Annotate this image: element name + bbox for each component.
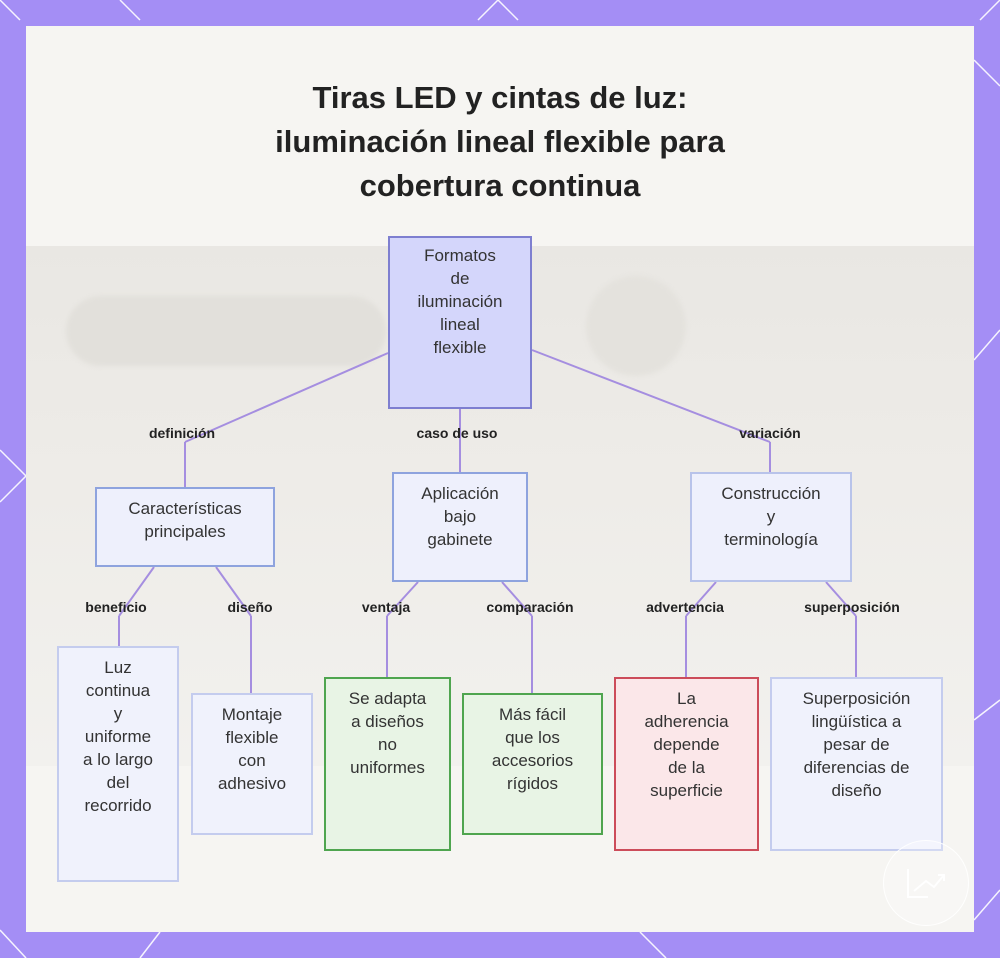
node-text-line: superficie	[650, 779, 723, 802]
node-text-line: diseño	[831, 779, 881, 802]
edge-label-variacion: variación	[739, 425, 800, 441]
node-text-line: Características	[128, 497, 241, 520]
edge-label-advertencia: advertencia	[646, 599, 724, 615]
node-text-line: Construcción	[721, 482, 820, 505]
node-text-line: rígidos	[507, 772, 558, 795]
node-text-line: de la	[668, 756, 705, 779]
node-text-line: La	[677, 687, 696, 710]
watermark-logo-icon	[883, 840, 969, 926]
node-text-line: y	[114, 702, 123, 725]
diagram-title: Tiras LED y cintas de luz: iluminación l…	[26, 76, 974, 208]
node-text-line: del	[107, 771, 130, 794]
title-line-3: cobertura continua	[26, 164, 974, 208]
connector-line	[532, 350, 770, 442]
node-text-line: continua	[86, 679, 150, 702]
node-text-line: de	[451, 267, 470, 290]
edge-label-ventaja: ventaja	[362, 599, 410, 615]
edge-label-comparacion: comparación	[486, 599, 573, 615]
node-text-line: y	[767, 505, 776, 528]
node-text-line: gabinete	[427, 528, 492, 551]
node-text-line: diferencias de	[804, 756, 910, 779]
node-text-line: adherencia	[644, 710, 728, 733]
node-text-line: no	[378, 733, 397, 756]
node-text-line: bajo	[444, 505, 476, 528]
node-text-line: Superposición	[803, 687, 911, 710]
node-text-line: uniforme	[85, 725, 151, 748]
node-text-line: accesorios	[492, 749, 573, 772]
edge-label-beneficio: beneficio	[85, 599, 146, 615]
node-text-line: Formatos	[424, 244, 496, 267]
edge-label-definicion: definición	[149, 425, 215, 441]
edge-label-diseno: diseño	[227, 599, 272, 615]
node-text-line: flexible	[226, 726, 279, 749]
node-text-line: lingüística a	[812, 710, 902, 733]
node-text-line: Más fácil	[499, 703, 566, 726]
node-text-line: recorrido	[84, 794, 151, 817]
node-text-line: Se adapta	[349, 687, 427, 710]
node-text-line: con	[238, 749, 265, 772]
connector-line	[185, 353, 388, 442]
node-text-line: Aplicación	[421, 482, 499, 505]
node-text-line: adhesivo	[218, 772, 286, 795]
edge-label-superposicion: superposición	[804, 599, 900, 615]
edge-label-caso-de-uso: caso de uso	[417, 425, 498, 441]
node-text-line: pesar de	[823, 733, 889, 756]
diagram-card: Tiras LED y cintas de luz: iluminación l…	[26, 26, 974, 932]
node-text-line: Montaje	[222, 703, 282, 726]
node-text-line: a diseños	[351, 710, 424, 733]
node-text-line: uniformes	[350, 756, 425, 779]
node-text-line: terminología	[724, 528, 818, 551]
node-text-line: que los	[505, 726, 560, 749]
node-text-line: depende	[653, 733, 719, 756]
title-line-2: iluminación lineal flexible para	[26, 120, 974, 164]
node-text-line: principales	[144, 520, 225, 543]
node-text-line: lineal	[440, 313, 480, 336]
node-text-line: Luz	[104, 656, 131, 679]
title-line-1: Tiras LED y cintas de luz:	[26, 76, 974, 120]
node-text-line: flexible	[434, 336, 487, 359]
node-text-line: iluminación	[417, 290, 502, 313]
node-text-line: a lo largo	[83, 748, 153, 771]
